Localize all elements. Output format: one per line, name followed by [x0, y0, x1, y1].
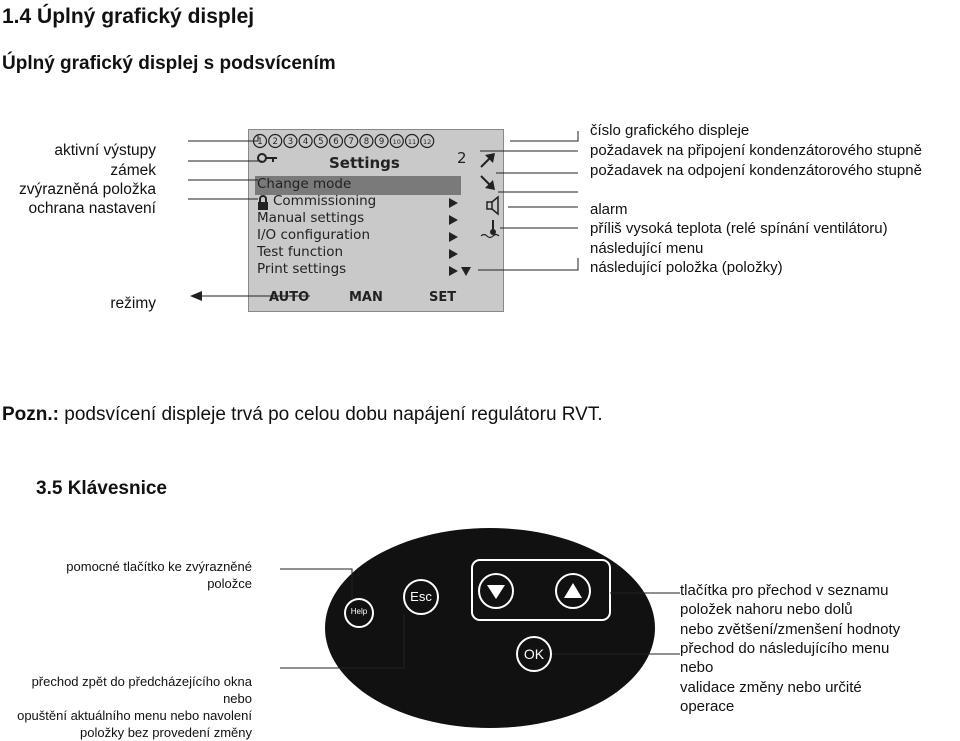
- help-label[interactable]: Help: [350, 607, 368, 616]
- esc-description-1: přechod zpět do předcházejícího okna neb…: [31, 674, 252, 706]
- ok-description-1: přechod do následujícího menu: [680, 640, 890, 657]
- output-circle: [374, 133, 389, 149]
- arrows-description-3: nebo zvětšení/zmenšení hodnoty: [680, 621, 901, 638]
- label-connect-request: požadavek na připojení kondenzátorového …: [590, 142, 922, 159]
- keypad: [325, 528, 655, 728]
- label-settings-protection: ochrana nastavení: [28, 200, 156, 217]
- lock-icon: [258, 195, 268, 210]
- next-item-arrow: [461, 267, 471, 276]
- connect-request-icon: [480, 153, 495, 168]
- label-lock: zámek: [110, 162, 156, 179]
- output-number: 5: [318, 137, 323, 147]
- output-number: 2: [272, 137, 277, 147]
- up-arrow-icon: [564, 583, 582, 598]
- arrows-description-1: tlačítka pro přechod v seznamu: [680, 582, 889, 599]
- temperature-icon: [480, 220, 500, 239]
- softkey-man[interactable]: MAN: [349, 290, 383, 305]
- note: Pozn.: podsvícení displeje trvá po celou…: [2, 404, 603, 426]
- subheading: Úplný grafický displej s podsvícením: [2, 53, 336, 74]
- output-number: 6: [333, 137, 338, 147]
- help-description: pomocné tlačítko ke zvýrazněné položce: [66, 559, 252, 591]
- output-number: 11: [408, 138, 416, 146]
- esc-description-2: opuštění aktuálního menu nebo navolení p…: [17, 708, 252, 740]
- output-circle: [268, 133, 283, 149]
- output-number: 7: [348, 137, 353, 147]
- output-number: 3: [288, 137, 293, 147]
- label-active-outputs: aktivní výstupy: [54, 142, 156, 159]
- output-circle: [344, 133, 359, 149]
- arrows-description-2: položek nahoru nebo dolů: [680, 601, 853, 618]
- output-number: 1: [257, 137, 262, 147]
- output-number: 8: [364, 137, 369, 147]
- ok-description-3: validace změny nebo určité: [680, 679, 862, 696]
- label-disconnect-request: požadavek na odpojení kondenzátorového s…: [590, 162, 922, 179]
- ok-button: [516, 636, 552, 672]
- menu-item[interactable]: Manual settings: [257, 210, 365, 226]
- down-arrow-icon: [487, 585, 505, 599]
- softkey-auto[interactable]: AUTO: [269, 290, 310, 305]
- output-number: 9: [379, 137, 384, 147]
- menu-item[interactable]: I/O configuration: [257, 227, 370, 243]
- output-circle: [359, 133, 374, 149]
- note-prefix: Pozn.:: [2, 404, 59, 425]
- ok-label[interactable]: OK: [523, 646, 545, 662]
- output-circle: [328, 133, 344, 149]
- esc-label[interactable]: Esc: [410, 589, 432, 604]
- output-number: 12: [423, 138, 431, 146]
- help-button: [344, 598, 374, 628]
- highlighted-row: [255, 176, 461, 195]
- esc-button: [403, 579, 439, 615]
- menu-item[interactable]: Test function: [257, 244, 344, 260]
- note-text: podsvícení displeje trvá po celou dobu n…: [59, 404, 603, 425]
- ok-description-4: operace: [680, 698, 735, 715]
- arrow-key-panel: [471, 559, 611, 621]
- label-next-menu: následující menu: [590, 240, 704, 257]
- key-icon: [257, 153, 277, 163]
- softkey-set[interactable]: SET: [429, 290, 457, 305]
- label-overtemp: příliš vysoká teplota (relé spínání vent…: [590, 220, 888, 237]
- label-next-item: následující položka (položky): [590, 259, 783, 276]
- output-circle: [298, 133, 313, 149]
- label-highlighted-item: zvýrazněná položka: [19, 181, 156, 198]
- keyboard-heading: 3.5 Klávesnice: [36, 478, 167, 499]
- menu-item[interactable]: Print settings: [257, 261, 347, 277]
- output-number: 10: [393, 138, 401, 146]
- menu-item[interactable]: Change mode: [257, 176, 352, 192]
- lcd-title: Settings: [329, 154, 400, 172]
- section-heading: 1.4 Úplný grafický displej: [2, 5, 255, 28]
- output-circle: [420, 133, 435, 149]
- menu-item[interactable]: Commissioning: [273, 193, 377, 209]
- label-alarm: alarm: [590, 201, 628, 218]
- lcd-display-number: 2: [457, 149, 467, 167]
- output-circle: [313, 133, 328, 149]
- label-modes: režimy: [110, 295, 156, 312]
- output-circle: [283, 133, 298, 149]
- label-display-number: číslo grafického displeje: [590, 122, 750, 139]
- disconnect-request-icon: [480, 175, 495, 190]
- output-circle: [389, 133, 404, 149]
- output-circle: [404, 133, 420, 149]
- alarm-icon: [486, 195, 499, 216]
- output-number: 4: [303, 137, 308, 147]
- ok-description-2: nebo: [680, 659, 714, 676]
